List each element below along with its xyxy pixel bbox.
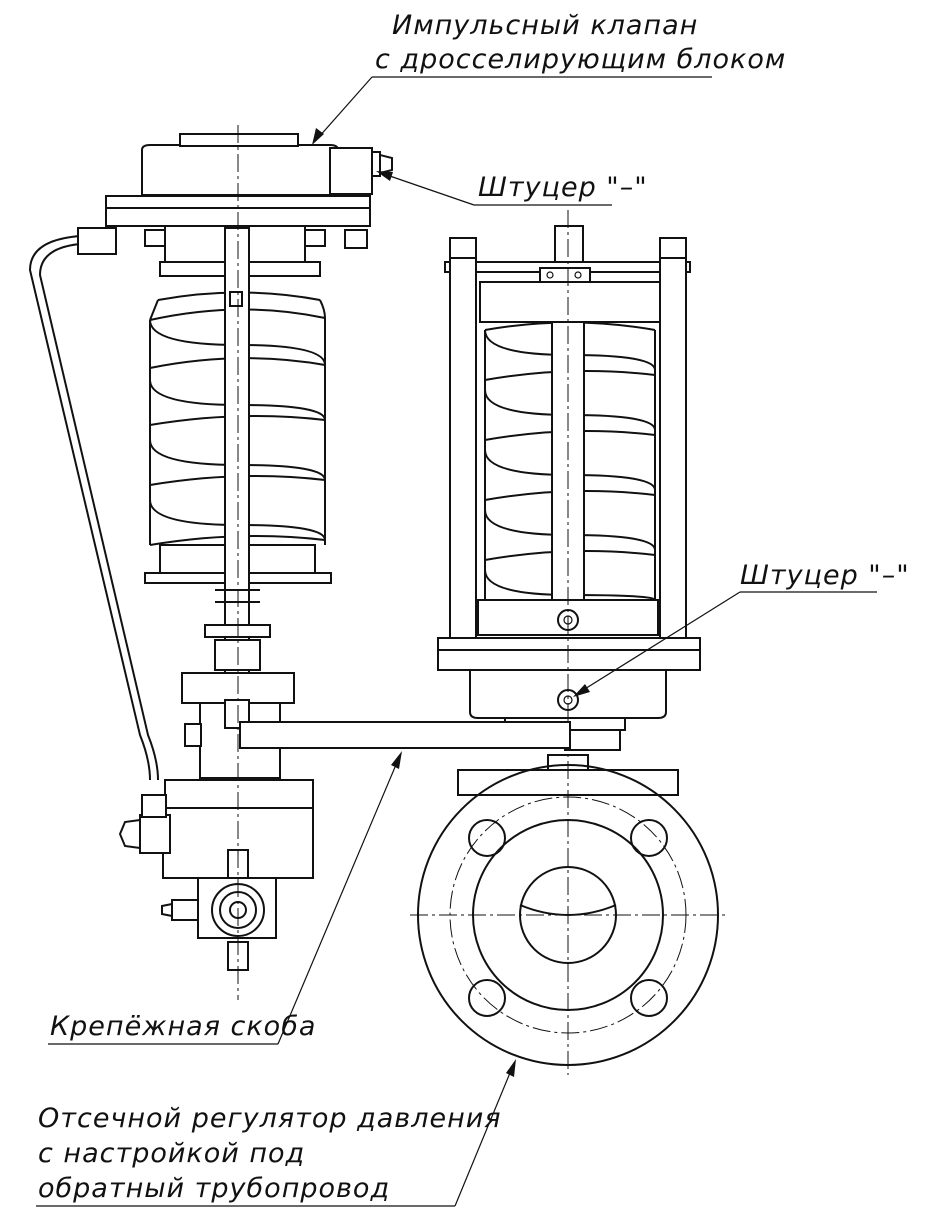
regulator-label-line2: с настройкой под <box>38 1138 305 1169</box>
bracket-label: Крепёжная скоба <box>50 1011 316 1042</box>
label-regulator: Отсечной регулятор давления с настройкой… <box>36 1059 516 1207</box>
fitting-top-label: Штуцер "–" <box>478 172 648 203</box>
regulator-label-line1: Отсечной регулятор давления <box>38 1103 502 1134</box>
pressure-regulator-assembly <box>410 210 728 1075</box>
mounting-bracket <box>239 721 621 751</box>
label-fitting-mid: Штуцер "–" <box>573 560 910 697</box>
impulse-valve-assembly <box>28 125 393 1000</box>
label-fitting-top: Штуцер "–" <box>376 171 648 206</box>
label-bracket: Крепёжная скоба <box>48 751 402 1045</box>
fitting-mid-label: Штуцер "–" <box>740 560 910 591</box>
impulse-valve-label-line2: с дросселирующим блоком <box>375 44 786 75</box>
regulator-label-line3: обратный трубопровод <box>38 1173 390 1204</box>
label-impulse-valve: Импульсный клапан с дросселирующим блоко… <box>312 10 786 145</box>
impulse-valve-label-line1: Импульсный клапан <box>392 10 698 41</box>
